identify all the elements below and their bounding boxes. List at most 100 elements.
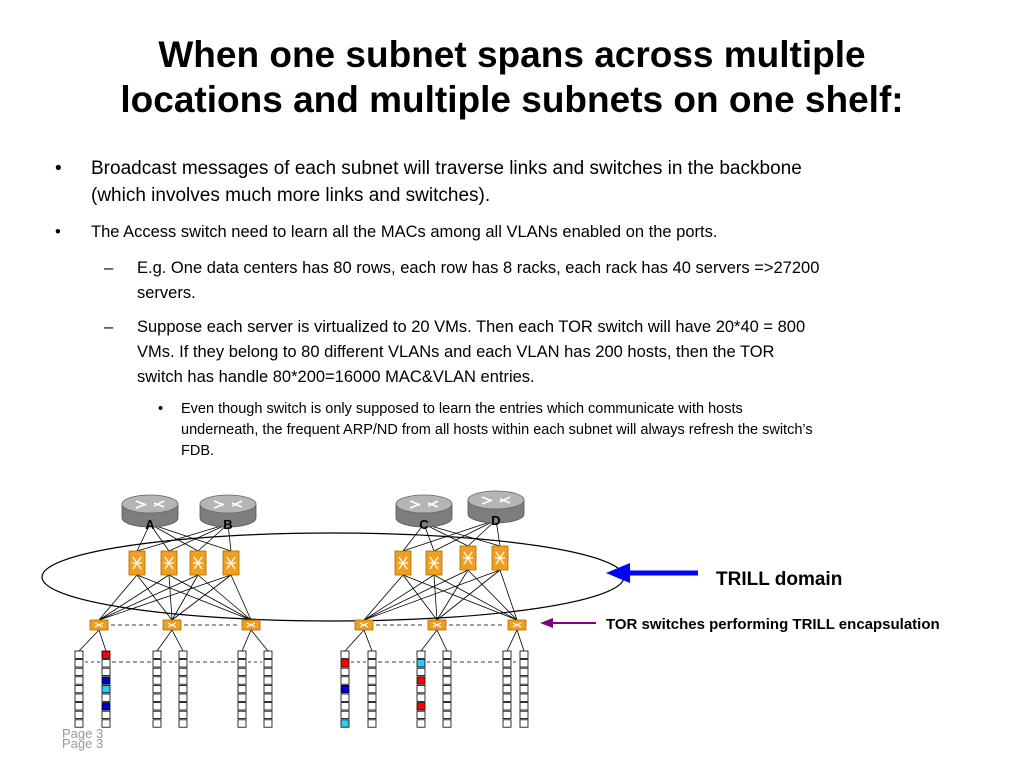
dash-marker-1: – — [104, 259, 114, 277]
router-d-icon: D — [467, 490, 525, 528]
server-slot — [237, 659, 247, 668]
server-slot — [178, 693, 188, 702]
tor-rack-link — [156, 629, 173, 652]
server-slot — [74, 710, 84, 720]
server-slot — [178, 702, 188, 711]
sub-sub-bullet: Even though switch is only supposed to l… — [181, 399, 813, 462]
router-core-link — [423, 523, 469, 547]
server-slot — [263, 667, 273, 677]
router-a-icon: A — [121, 494, 179, 532]
tor-rack-link — [516, 629, 525, 652]
server-slot — [416, 693, 426, 702]
server-slot — [502, 650, 512, 659]
server-slot — [263, 650, 273, 659]
router-b-icon: B — [199, 494, 257, 532]
router-core-link — [433, 519, 497, 552]
server-slot — [152, 659, 162, 668]
router-label: C — [419, 517, 429, 532]
server-slot — [340, 719, 350, 728]
server-slot — [367, 676, 377, 685]
server-rack — [152, 650, 162, 728]
server-slot — [519, 676, 529, 685]
bullet-marker-2: • — [55, 223, 61, 241]
server-slot — [178, 659, 188, 668]
server-slot — [502, 710, 512, 720]
server-slot — [502, 685, 512, 694]
server-slot — [416, 650, 426, 659]
server-slot — [416, 710, 426, 720]
server-slot — [502, 667, 512, 677]
server-slot — [74, 650, 84, 659]
rack-group — [74, 650, 529, 728]
server-slot — [340, 702, 350, 711]
tor-switch-icon — [89, 619, 109, 631]
server-slot — [519, 710, 529, 720]
server-slot — [263, 659, 273, 668]
core-switch-icon — [222, 550, 240, 576]
tor-rack-link — [344, 629, 365, 652]
server-rack — [178, 650, 188, 728]
server-slot — [101, 685, 111, 694]
server-slot — [367, 667, 377, 677]
core-tor-link — [136, 574, 173, 621]
core-tor-link — [98, 574, 199, 621]
trill-domain-label: TRILL domain — [716, 569, 842, 590]
router-core-link — [227, 523, 232, 552]
tor-rack-link — [363, 629, 373, 652]
server-slot — [519, 659, 529, 668]
tor-rack-link — [78, 629, 100, 652]
core-tor-link — [168, 574, 252, 621]
core-tor-link — [436, 569, 501, 621]
router-label: D — [491, 513, 500, 528]
server-slot — [442, 702, 452, 711]
server-slot — [416, 659, 426, 668]
server-slot — [263, 719, 273, 728]
trill-domain-ellipse — [41, 532, 625, 622]
server-slot — [74, 659, 84, 668]
sub-bullet-2-line-2: VMs. If they belong to 80 different VLAN… — [137, 343, 775, 361]
server-slot — [101, 710, 111, 720]
server-slot — [442, 693, 452, 702]
server-slot — [74, 702, 84, 711]
server-slot — [237, 719, 247, 728]
server-slot — [340, 659, 350, 668]
server-slot — [519, 650, 529, 659]
core-tor-link — [363, 574, 404, 621]
server-rack — [416, 650, 426, 728]
router-core-link — [149, 523, 199, 552]
server-slot — [74, 676, 84, 685]
sub-sub-bullet-line-2: underneath, the frequent ARP/ND from all… — [181, 422, 813, 438]
server-slot — [152, 650, 162, 659]
sub-sub-bullet-line-1: Even though switch is only supposed to l… — [181, 401, 743, 417]
server-slot — [502, 676, 512, 685]
core-tor-link — [363, 574, 435, 621]
dash-marker-2: – — [104, 318, 114, 336]
tor-switch-icon — [241, 619, 261, 631]
server-slot — [178, 710, 188, 720]
server-rack — [237, 650, 247, 728]
server-slot — [416, 685, 426, 694]
sub-bullet-2: Suppose each server is virtualized to 20… — [137, 315, 805, 390]
server-slot — [263, 702, 273, 711]
network-links — [78, 519, 525, 663]
server-slot — [178, 650, 188, 659]
server-slot — [152, 693, 162, 702]
server-slot — [237, 702, 247, 711]
server-slot — [237, 676, 247, 685]
core-tor-link — [98, 574, 138, 621]
server-slot — [367, 685, 377, 694]
server-slot — [237, 685, 247, 694]
core-tor-link — [363, 569, 469, 621]
bullet-1: Broadcast messages of each subnet will t… — [91, 155, 802, 209]
title-line-2: locations and multiple subnets on one sh… — [120, 79, 904, 120]
core-tor-link — [136, 574, 252, 621]
title-line-1: When one subnet spans across multiple — [158, 34, 866, 75]
server-slot — [340, 685, 350, 694]
router-core-link — [402, 519, 497, 552]
server-slot — [263, 693, 273, 702]
server-slot — [263, 685, 273, 694]
trill-arrow-head — [606, 563, 630, 583]
core-tor-link — [433, 574, 518, 621]
